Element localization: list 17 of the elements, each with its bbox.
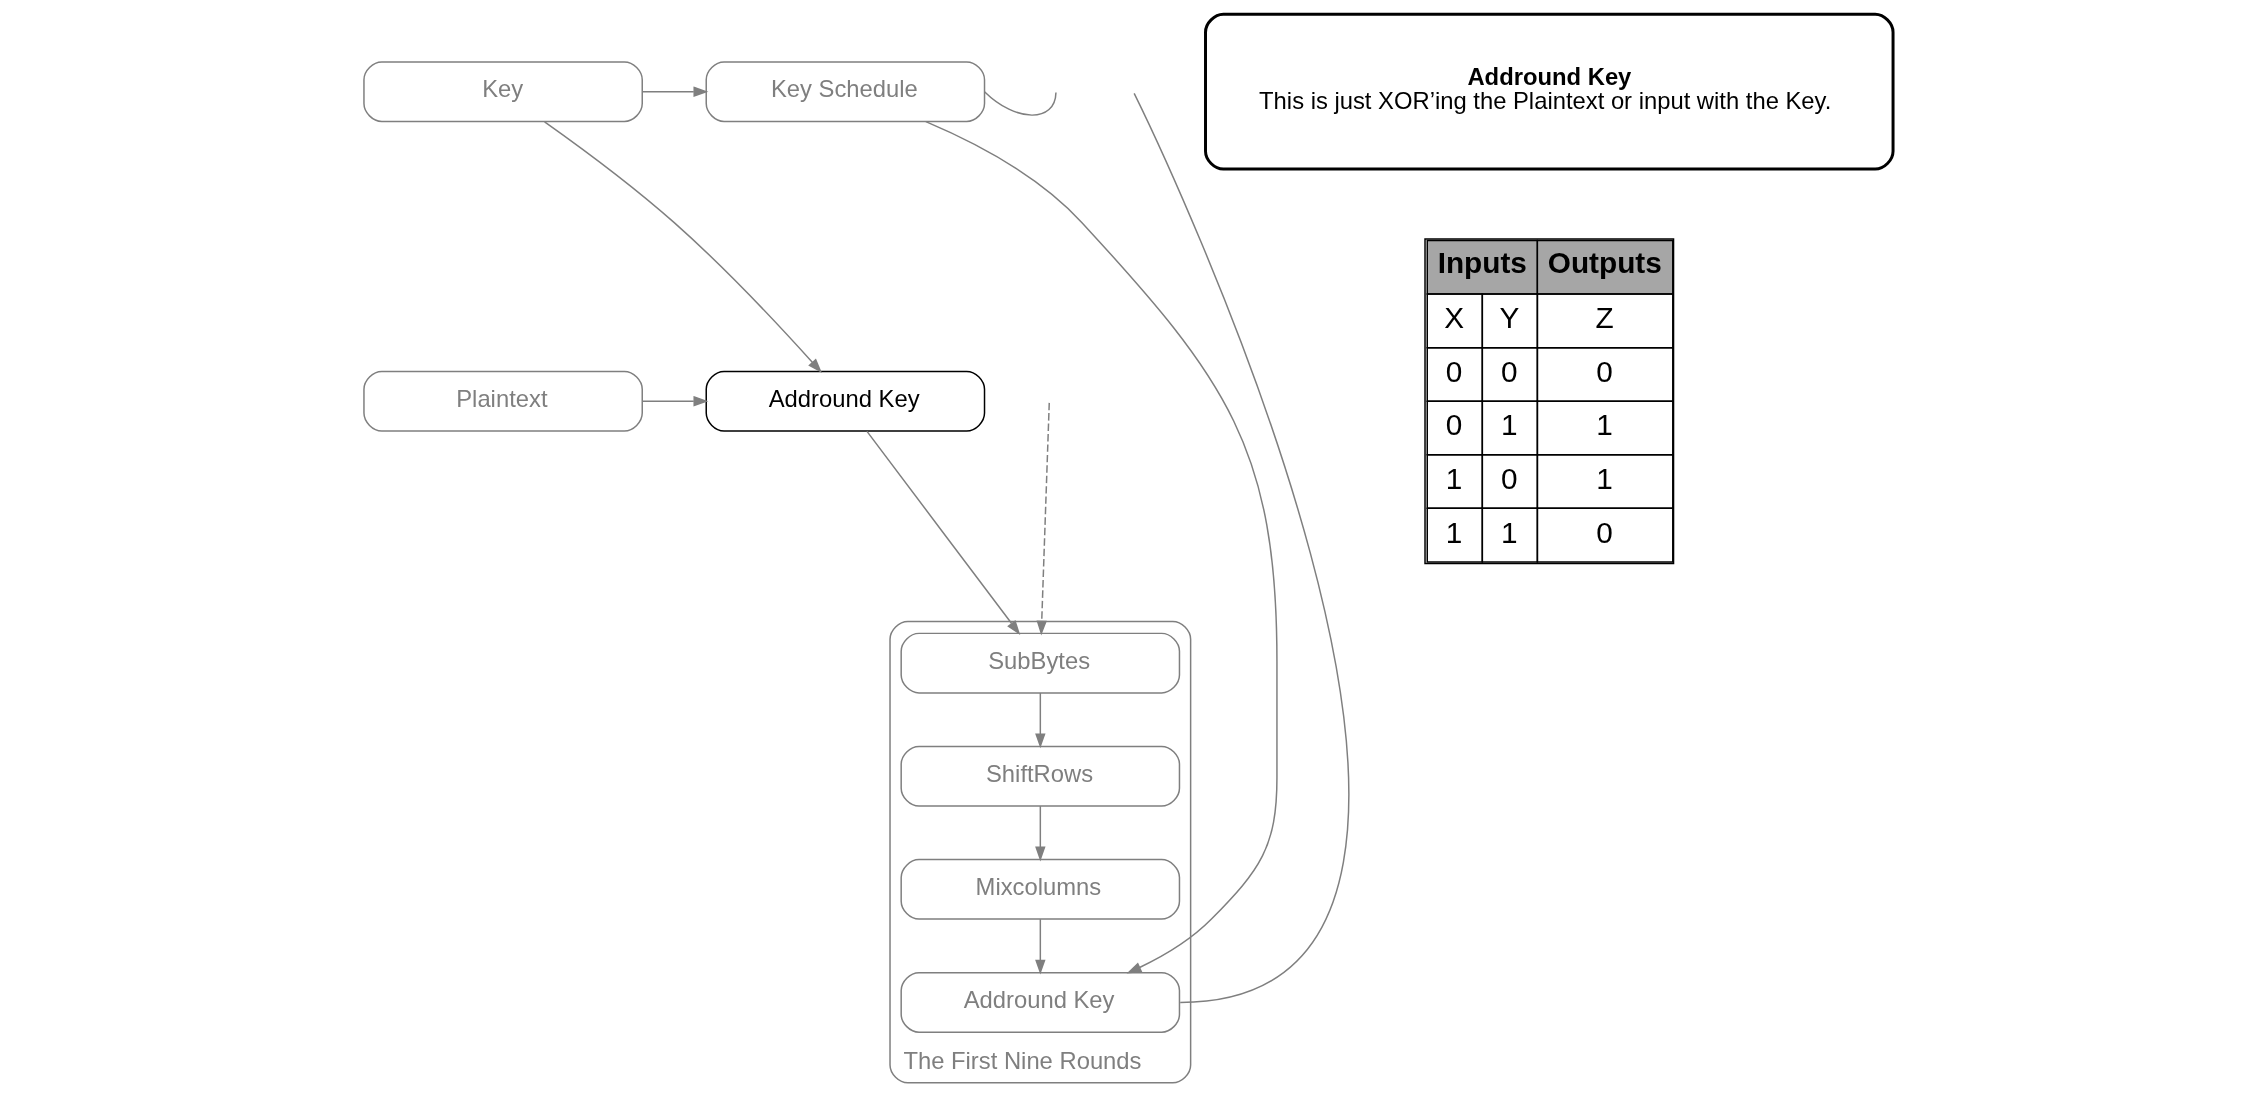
label: 0 [1445, 354, 1463, 388]
label: 1 [1500, 515, 1518, 549]
label: 1 [1596, 462, 1613, 496]
label: 0 [1500, 462, 1518, 496]
label: 0 [1596, 354, 1613, 388]
label: X [1444, 301, 1465, 335]
label: Z [1595, 301, 1614, 335]
label: 1 [1445, 462, 1463, 496]
label: 0 [1596, 515, 1613, 549]
label: Y [1499, 301, 1520, 335]
label: 0 [1445, 408, 1463, 442]
label: Inputs [1437, 246, 1527, 280]
label: 1 [1596, 408, 1613, 442]
label: 1 [1445, 515, 1463, 549]
label: 0 [1500, 354, 1518, 388]
label: Outputs [1547, 246, 1662, 280]
label: 1 [1500, 408, 1518, 442]
